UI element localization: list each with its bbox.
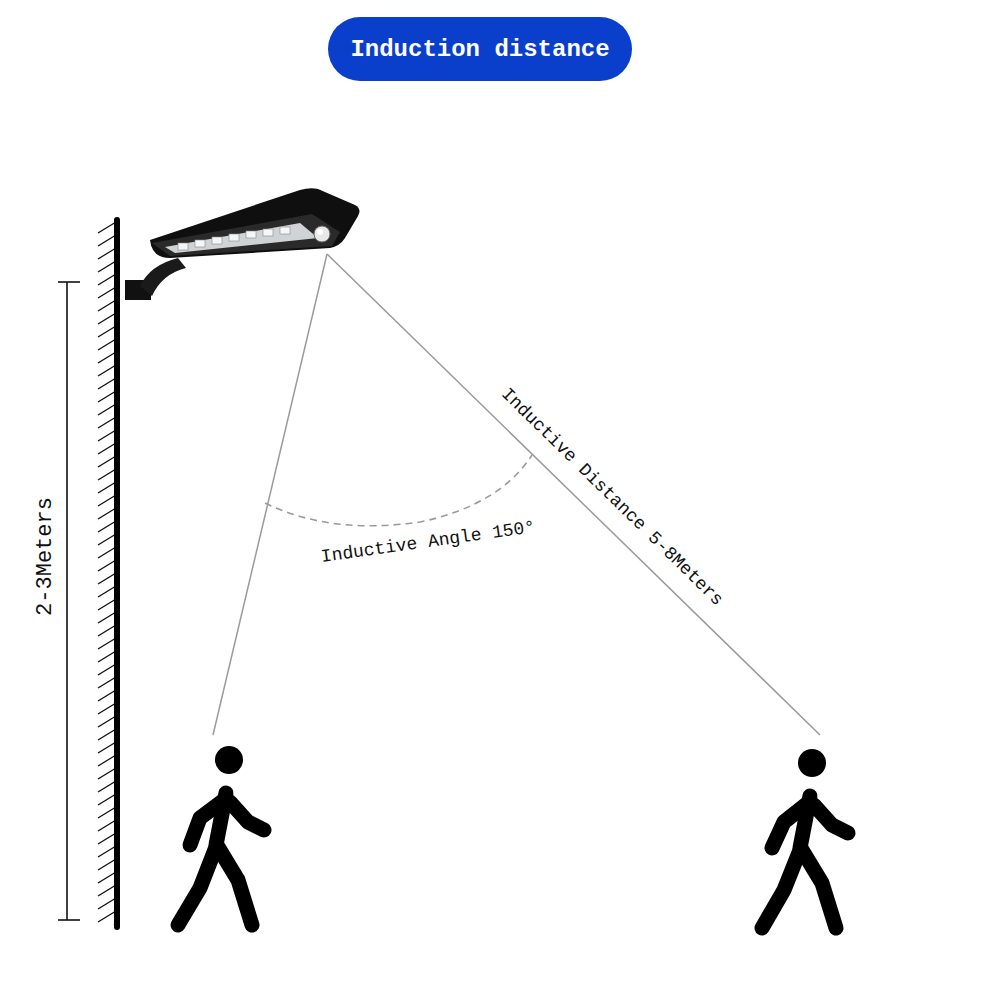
person-left-head [215, 746, 243, 774]
detection-lines [213, 254, 820, 735]
height-label: 2-3Meters [33, 497, 58, 616]
person-left [178, 793, 264, 925]
height-dimension [58, 282, 80, 920]
wall-hatching [95, 222, 115, 925]
person-right-head [798, 749, 826, 777]
lamp-bracket [125, 258, 186, 300]
angle-arc [265, 455, 532, 526]
title-pill: Induction distance [328, 17, 632, 81]
distance-label: Inductive Distance 5-8Meters [497, 384, 727, 610]
person-right [762, 796, 848, 928]
wall [114, 220, 120, 927]
solar-lamp [150, 188, 359, 258]
title-text: Induction distance [350, 36, 609, 63]
